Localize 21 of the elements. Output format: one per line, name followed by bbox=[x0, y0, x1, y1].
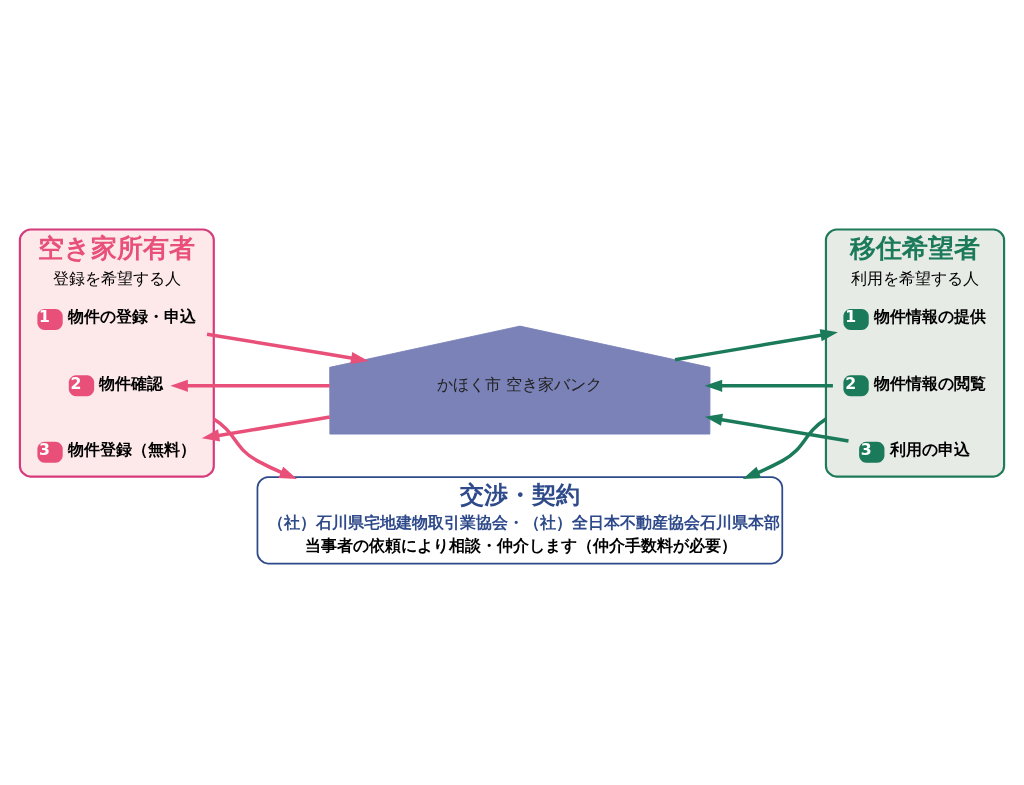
node-label: 物件情報の提供 bbox=[873, 306, 986, 326]
arrow bbox=[212, 417, 297, 479]
node-label: 物件の登録・申込 bbox=[67, 306, 196, 326]
arrow bbox=[742, 417, 827, 479]
node-label: 物件登録（無料） bbox=[67, 439, 196, 459]
node-box: 3 bbox=[37, 441, 63, 463]
arrow bbox=[704, 413, 849, 443]
node-box: 2 bbox=[68, 374, 95, 396]
node-box: 交渉・契約 （社）石川県宅地建物取引業協会・（社）全日本不動産協会石川県本部 当事者の依頼により相談・仲介します（仲介手数料が必要） bbox=[256, 475, 784, 564]
node-box: 2 bbox=[843, 374, 869, 396]
node-label: 利用の申込 bbox=[889, 439, 970, 459]
arrow bbox=[201, 414, 330, 441]
node-box: 1 bbox=[37, 308, 63, 330]
node-label: 物件確認 bbox=[99, 373, 164, 393]
arrow bbox=[170, 379, 330, 392]
node-box: 1 bbox=[843, 308, 869, 330]
node-box: 3 bbox=[859, 441, 885, 463]
arrow bbox=[206, 331, 369, 364]
node-label: 物件情報の閲覧 bbox=[873, 373, 986, 393]
arrow bbox=[704, 379, 833, 392]
arrow bbox=[674, 328, 838, 361]
